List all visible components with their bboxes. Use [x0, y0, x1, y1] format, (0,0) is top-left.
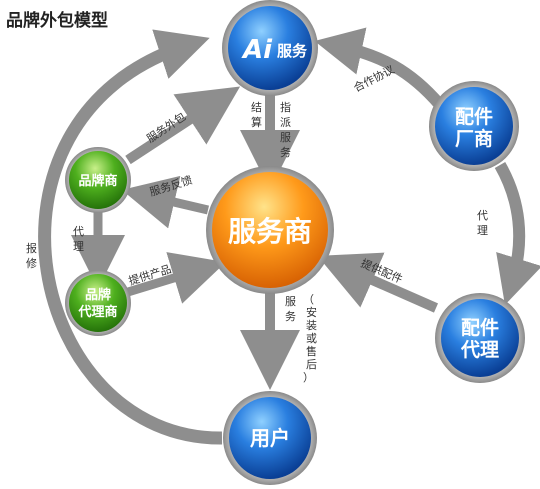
label-install-5: 售 [306, 344, 317, 358]
arrow-report-repair [38, 29, 223, 445]
ai-logo: Ai [241, 35, 273, 65]
brand-agent-label-2: 代理商 [77, 304, 117, 320]
parts-maker-label-1: 配件 [455, 105, 493, 128]
arrow-service-outsource [125, 86, 241, 165]
node-brand-agent: 品牌 代理商 [65, 270, 131, 336]
node-brand: 品牌商 [65, 147, 131, 213]
label-feedback: 服务反馈 [148, 174, 194, 199]
label-install-6: 后 [306, 358, 317, 371]
arrow-cooperation [314, 27, 445, 109]
label-dispatch-1: 指 [280, 100, 291, 114]
label-cooperation: 合作协议 [351, 62, 397, 94]
label-agent-brand-1: 代 [73, 225, 84, 238]
arrow-feedback [121, 175, 210, 229]
user-label: 用户 [250, 426, 290, 450]
ai-service-label: 服务 [277, 42, 308, 60]
brand-label: 品牌商 [78, 173, 117, 189]
label-agent-parts-2: 理 [477, 224, 488, 237]
service-provider-label: 服务商 [228, 215, 312, 248]
label-agent-parts-1: 代 [477, 209, 488, 222]
label-settle-1: 结 [251, 101, 262, 114]
label-report-2: 修 [26, 256, 37, 270]
label-install-1: （ [303, 293, 314, 306]
node-service-provider: 服务商 [206, 166, 334, 294]
label-report-1: 报 [26, 241, 37, 255]
page-title: 品牌外包模型 [6, 11, 108, 31]
label-dispatch-2: 派 [280, 116, 291, 129]
label-install-2: 安 [306, 305, 317, 319]
label-dispatch-4: 务 [280, 146, 291, 159]
label-dispatch-3: 服 [280, 131, 291, 144]
label-settle-2: 算 [251, 115, 262, 129]
node-ai-service: Ai 服务 [222, 0, 318, 96]
arrow-agent-parts [494, 162, 540, 305]
brand-agent-label-1: 品牌 [85, 287, 111, 303]
label-install-3: 装 [306, 319, 317, 332]
label-service-2: 务 [285, 310, 296, 323]
arrow-provide-parts [317, 252, 439, 313]
parts-maker-label-2: 厂商 [455, 127, 493, 150]
node-user: 用户 [223, 391, 317, 485]
node-parts-agent: 配件 代理 [435, 293, 525, 383]
label-install-4: 或 [306, 332, 317, 345]
parts-agent-label-2: 代理 [460, 339, 499, 361]
label-install-7: ） [303, 371, 314, 384]
arrow-provide-product [126, 252, 226, 304]
parts-agent-label-1: 配件 [461, 316, 499, 339]
node-parts-maker: 配件 厂商 [429, 81, 519, 171]
label-service-1: 服 [285, 295, 296, 308]
label-agent-brand-2: 理 [73, 240, 84, 253]
